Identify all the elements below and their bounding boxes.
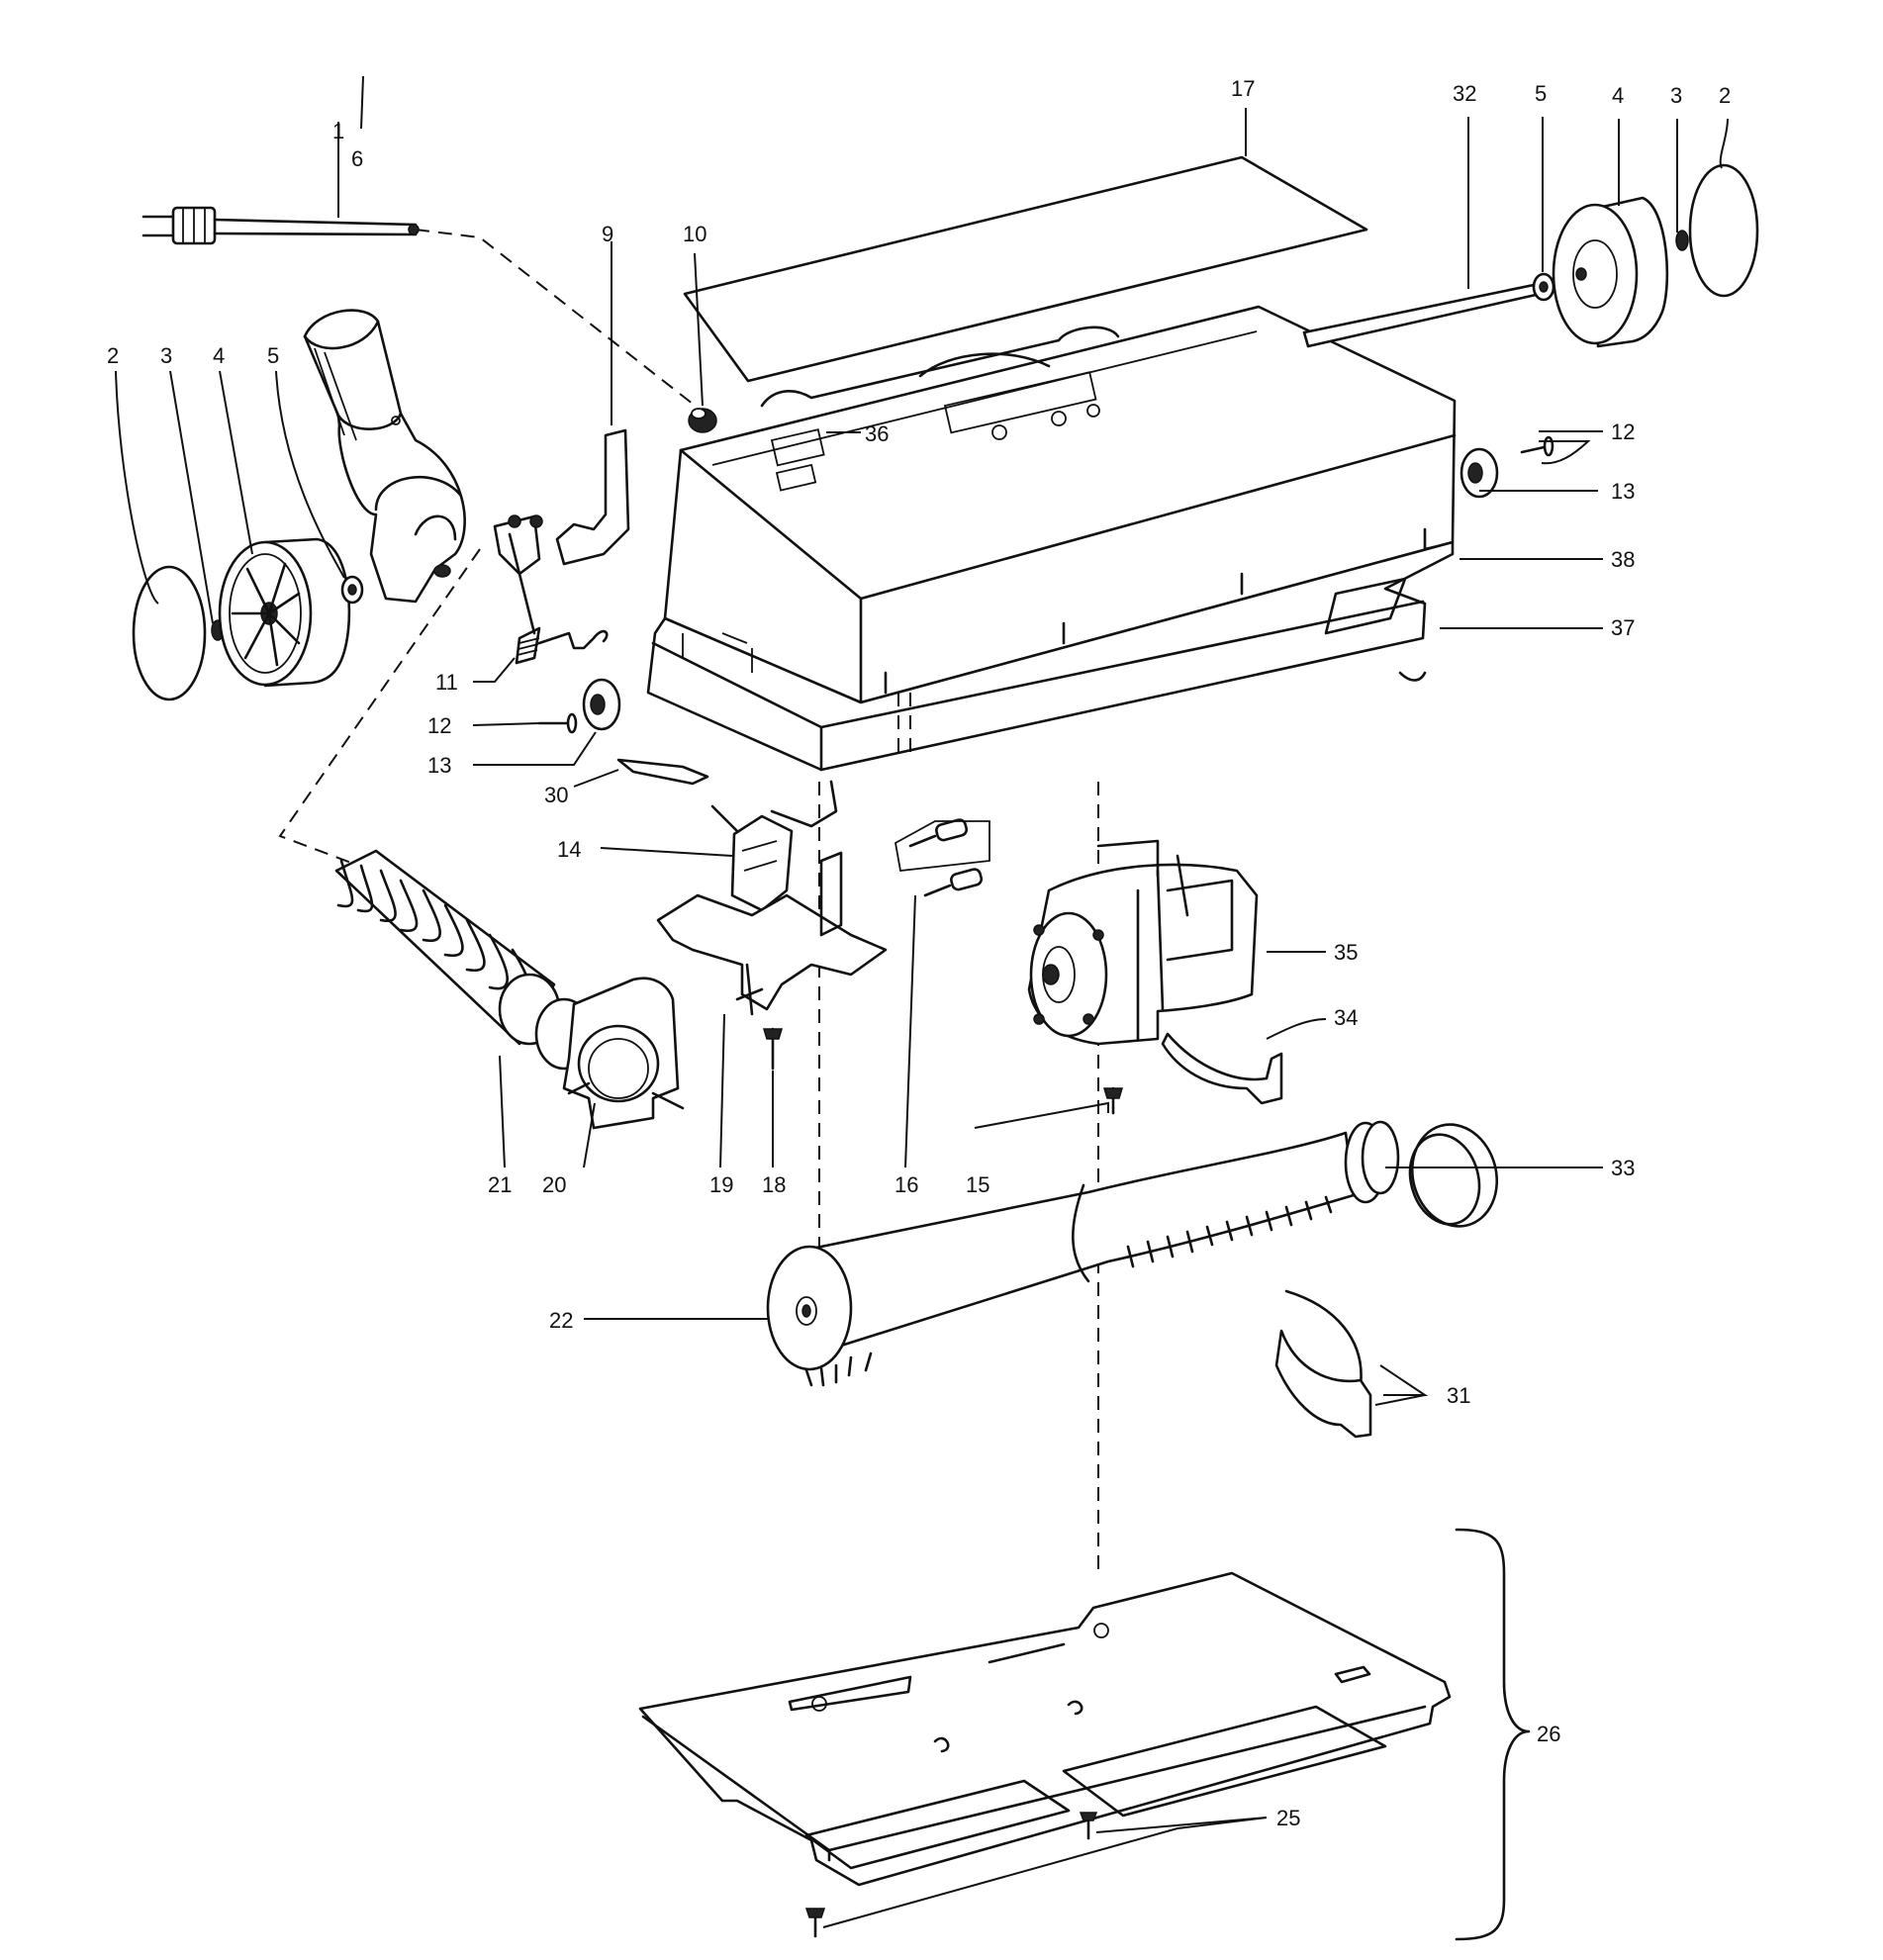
part-5-left-washer [340, 575, 364, 605]
label-part-17: 17 [1231, 76, 1255, 101]
part-13-left-bushing [582, 678, 621, 731]
label-part-14: 14 [557, 837, 581, 862]
label-part-12-right: 12 [1611, 420, 1635, 444]
label-part-38: 38 [1611, 547, 1635, 572]
label-part-4-right: 4 [1612, 83, 1624, 108]
label-part-5-right: 5 [1535, 81, 1547, 106]
label-part-26: 26 [1537, 1722, 1560, 1746]
label-part-20: 20 [542, 1172, 566, 1197]
part-21-bellows-hose [334, 849, 561, 1046]
part-11-spring [493, 514, 609, 665]
label-part-10: 10 [683, 222, 706, 246]
part-33-belt [1408, 1123, 1499, 1228]
part-13-right-bushing [1459, 447, 1499, 499]
label-part-34: 34 [1334, 1005, 1358, 1030]
hose-route-line [278, 548, 481, 864]
label-part-31: 31 [1447, 1383, 1470, 1408]
part-12-right-screw [1520, 435, 1554, 457]
part-1-power-cord [141, 206, 420, 245]
part-26-bottom-plate [638, 1571, 1452, 1887]
part-18-screw [762, 1027, 784, 1071]
label-part-2-left: 2 [107, 343, 119, 368]
label-part-18: 18 [762, 1172, 786, 1197]
part-22-brush-roll [766, 1120, 1400, 1387]
label-part-9: 9 [602, 222, 613, 246]
part-15-screw [1102, 1086, 1124, 1115]
part-4-right-wheel [1552, 196, 1669, 348]
label-part-3-right: 3 [1670, 83, 1682, 108]
part-2-left-hubcap [132, 565, 207, 701]
part-6-handle-bail [303, 309, 466, 604]
label-part-32: 32 [1453, 81, 1476, 106]
part-4-left-wheel [218, 537, 351, 688]
part-26-bracket-brace [1455, 1528, 1531, 1941]
part-number-labels: 1 2 3 4 5 6 9 10 11 12 13 30 14 36 17 32… [107, 76, 1731, 1830]
part-12-left-screw [537, 712, 578, 734]
part-32-axle [1302, 283, 1538, 348]
part-9-bracket [555, 428, 630, 566]
label-part-13-right: 13 [1611, 479, 1635, 504]
label-part-6: 6 [351, 146, 363, 171]
label-part-2-right: 2 [1719, 83, 1731, 108]
part-3-right-clip [1675, 230, 1689, 251]
label-part-13-left: 13 [427, 753, 451, 778]
label-part-36: 36 [865, 421, 889, 446]
label-part-1: 1 [332, 119, 344, 143]
label-part-25: 25 [1276, 1806, 1300, 1830]
label-part-5-left: 5 [267, 343, 279, 368]
label-part-12-left: 12 [427, 713, 451, 738]
label-part-22: 22 [549, 1308, 573, 1333]
label-part-3-left: 3 [160, 343, 172, 368]
part-10-grommet [688, 408, 717, 433]
part-16-terminals [894, 818, 990, 897]
part-20-nozzle [534, 977, 685, 1130]
part-37-base-frame [646, 540, 1455, 828]
part-19-switch-bracket [656, 851, 888, 1016]
label-part-16: 16 [894, 1172, 918, 1197]
label-part-15: 15 [966, 1172, 989, 1197]
cord-route-line [415, 229, 699, 409]
part-31-end-caps [1274, 1289, 1372, 1439]
label-part-4-left: 4 [213, 343, 225, 368]
part-35-motor [1027, 839, 1259, 1046]
part-25-screws [804, 1812, 1098, 1938]
part-14-switch [710, 804, 794, 912]
part-17-cover-plate [683, 155, 1368, 383]
part-30-clip [616, 758, 709, 786]
part-5-right-washer [1532, 272, 1555, 302]
label-part-21: 21 [488, 1172, 512, 1197]
label-part-30: 30 [544, 783, 568, 807]
part-34-motor-bracket [1161, 1032, 1283, 1105]
part-2-right-hubcap [1688, 163, 1759, 298]
label-part-35: 35 [1334, 940, 1358, 965]
label-part-37: 37 [1611, 615, 1635, 640]
leader-lines [115, 75, 1729, 1928]
label-part-33: 33 [1611, 1156, 1635, 1180]
label-part-19: 19 [709, 1172, 733, 1197]
part-38-hood [663, 305, 1457, 704]
label-part-11: 11 [435, 670, 458, 695]
